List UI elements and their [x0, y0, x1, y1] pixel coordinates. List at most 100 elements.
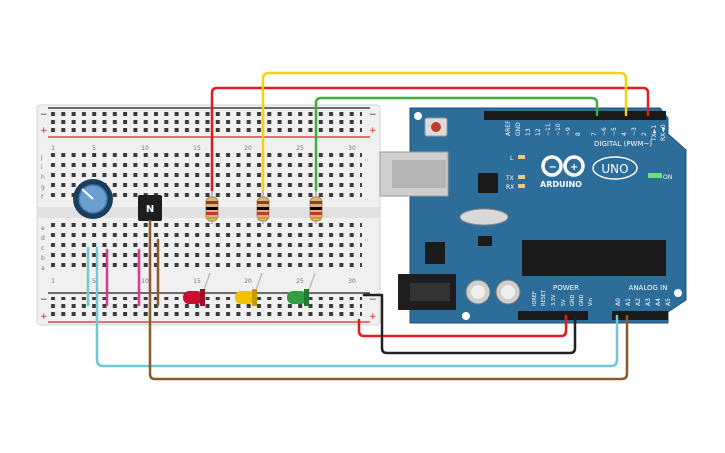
led-green[interactable] — [287, 289, 309, 306]
power-header — [518, 311, 588, 320]
pin-label-5v: 5V — [561, 299, 567, 306]
pin-label-a4: A4 — [655, 298, 662, 306]
power-jack-inner — [410, 283, 450, 301]
indicator-rx-led — [518, 184, 525, 188]
analog-header — [612, 311, 668, 320]
col-num-1-bottom: 1 — [51, 278, 55, 285]
arduino-logo-plus: + — [570, 162, 578, 173]
row-letter-c: c — [41, 245, 44, 252]
top-rail-plus-label-left: + — [40, 126, 48, 136]
indicator-tx-led — [518, 175, 525, 179]
wire-brown-a1[interactable] — [148, 219, 629, 381]
transistor-label: N — [146, 204, 154, 215]
mount-hole-1 — [414, 112, 422, 120]
pin-label-2: 2 — [641, 132, 648, 136]
arduino-model: UNO — [601, 162, 628, 176]
wire-black-gnd[interactable] — [362, 293, 577, 355]
top-rail-minus-label-right: − — [369, 110, 377, 120]
pin-label-a0: A0 — [615, 298, 622, 306]
voltage-regulator — [425, 242, 445, 264]
pin-label-gnd: GND — [515, 122, 522, 136]
resistor-2[interactable] — [256, 190, 270, 224]
pin-label-7: 7 — [591, 132, 598, 136]
col-num-10-top: 10 — [141, 145, 149, 152]
col-num-25-top: 25 — [296, 145, 304, 152]
row-letters-top: j i h g f — [40, 154, 45, 201]
pin-label-5: ~5 — [611, 127, 618, 136]
pin-label-0: RX◄0 — [660, 124, 667, 141]
top-rail-minus-label-left: − — [40, 110, 48, 120]
wire-yellow-pin4[interactable] — [261, 71, 628, 192]
analog-pin-labels: A0 A1 A2 A3 A4 A5 — [615, 298, 672, 306]
col-num-10-bottom: 10 — [141, 278, 149, 285]
transistor-body — [138, 195, 162, 221]
pin-label-aref: AREF — [505, 120, 512, 136]
arduino-logo-minus: − — [549, 162, 557, 173]
row-letter-g: g — [41, 184, 45, 191]
led-yellow[interactable] — [235, 289, 257, 306]
col-num-25-bottom: 25 — [296, 278, 304, 285]
pin-label-12: 12 — [535, 128, 542, 136]
col-num-15-bottom: 15 — [193, 278, 201, 285]
pin-label-ioref: IOREF — [532, 291, 538, 306]
rail-holes-top — [49, 112, 362, 134]
arduino-brand: ARDUINO — [540, 180, 582, 189]
pin-label-reset: RESET — [541, 289, 547, 306]
pin-label-a3: A3 — [645, 298, 652, 306]
npn-transistor[interactable]: N — [138, 195, 162, 221]
wire-cyan-a0[interactable] — [95, 246, 619, 368]
row-letter-e: e — [41, 225, 45, 232]
digital-pin-labels: AREF GND 13 12 ~11 ~10 ~9 8 7 ~6 ~5 4 ~3… — [505, 120, 667, 142]
pin-label-11: ~11 — [545, 123, 552, 136]
pin-label-a1: A1 — [625, 298, 632, 306]
arduino-board: AREF GND 13 12 ~11 ~10 ~9 8 7 ~6 ~5 4 ~3… — [379, 107, 687, 324]
row-letter-i: i — [41, 164, 43, 171]
row-letter-h: h — [41, 174, 45, 181]
row-letter-f: f — [41, 194, 44, 201]
col-num-20-bottom: 20 — [244, 278, 252, 285]
pin-label-3: ~3 — [631, 127, 638, 136]
col-num-30-bottom: 30 — [348, 278, 356, 285]
potentiometer-indicator — [81, 188, 94, 200]
crystal-oscillator — [459, 208, 509, 226]
pin-label-4: 4 — [621, 132, 628, 136]
usb-chip — [478, 173, 498, 193]
wires — [86, 71, 650, 381]
pin-label-1: TX►1 — [651, 125, 658, 142]
reset-button-cap — [431, 122, 441, 132]
row-letter-d: d — [41, 235, 45, 242]
led-red[interactable] — [183, 289, 205, 306]
row-letters-bottom: e d c b a — [41, 225, 45, 272]
indicator-l: L — [510, 155, 514, 162]
digital-section-label: DIGITAL (PWM~) — [594, 140, 652, 148]
pin-label-a5: A5 — [665, 298, 672, 306]
uno-badge — [592, 156, 638, 180]
atmega-chip — [522, 240, 666, 276]
wire-red-pin2[interactable] — [210, 86, 650, 192]
wire-red-5v[interactable] — [357, 314, 568, 338]
mount-hole-3 — [462, 312, 470, 320]
capacitor-1-top — [471, 285, 485, 299]
indicator-l-led — [518, 155, 525, 159]
wire-green-pin7[interactable] — [314, 96, 599, 192]
resistor-3[interactable] — [309, 190, 323, 224]
row-letter-a: a — [41, 265, 45, 272]
small-chip-1 — [478, 236, 492, 246]
indicator-rx: RX — [506, 184, 514, 191]
bottom-rail-minus-label-left: − — [40, 295, 48, 305]
resistor-1[interactable] — [205, 190, 219, 224]
arduino-logo-icon — [541, 155, 585, 177]
column-numbers-bottom: 1 5 10 15 20 25 30 — [51, 278, 356, 285]
potentiometer[interactable] — [73, 179, 113, 219]
bottom-rail-minus-label-right: − — [369, 295, 377, 305]
column-numbers-top: 1 5 10 15 20 25 30 — [51, 145, 356, 152]
pin-label-3v3: 3.3V — [551, 294, 557, 306]
digital-header — [484, 111, 666, 120]
pin-label-9: ~9 — [565, 127, 572, 136]
power-section-label: POWER — [553, 284, 579, 292]
rail-holes-bottom — [49, 297, 362, 319]
pin-label-13: 13 — [525, 128, 532, 136]
top-rail-plus-label-right: + — [369, 126, 377, 136]
power-pin-labels: IOREF RESET 3.3V 5V GND GND Vin — [532, 289, 594, 306]
